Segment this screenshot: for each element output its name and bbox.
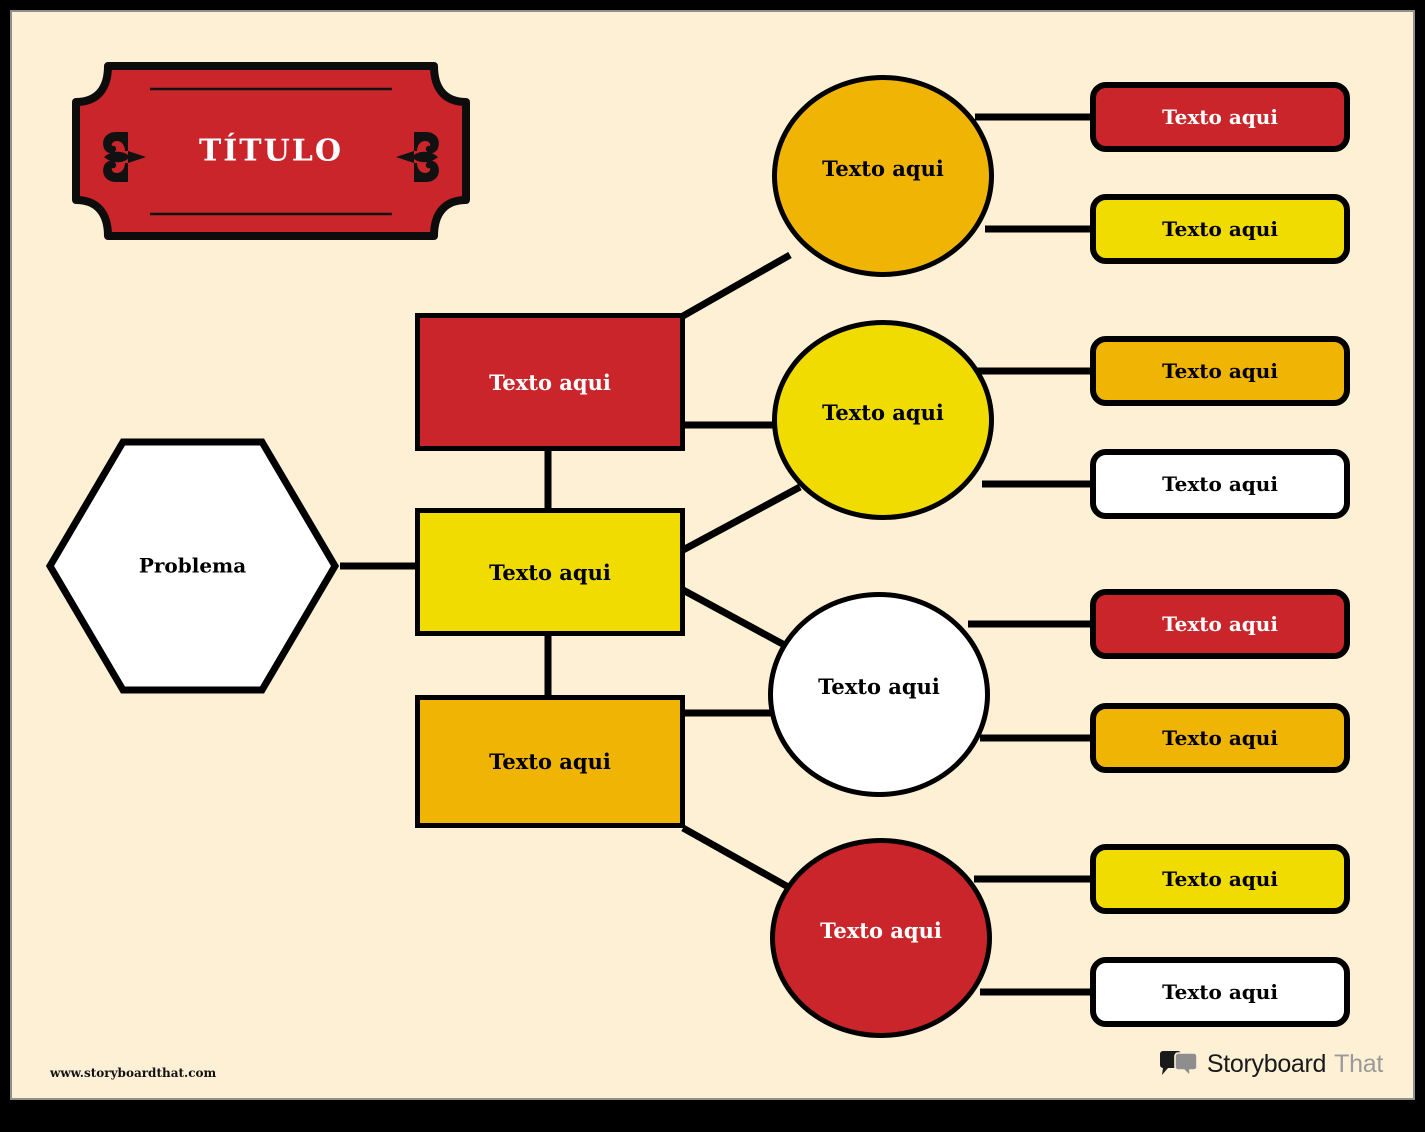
speech-bubbles-icon <box>1159 1050 1198 1078</box>
branch-box-0[interactable]: Texto aqui <box>415 313 685 451</box>
flourish-left-icon <box>103 132 146 182</box>
problem-hexagon[interactable]: Problema <box>45 437 340 695</box>
detail-pill-7[interactable]: Texto aqui <box>1090 957 1350 1027</box>
detail-pill-1[interactable]: Texto aqui <box>1090 194 1350 264</box>
branch-box-2[interactable]: Texto aqui <box>415 695 685 828</box>
cause-circle-0-label: Texto aqui <box>822 155 944 181</box>
detail-pill-2[interactable]: Texto aqui <box>1090 336 1350 406</box>
plaque-shape <box>72 62 470 240</box>
cause-circle-3-label: Texto aqui <box>820 917 942 943</box>
detail-pill-0[interactable]: Texto aqui <box>1090 82 1350 152</box>
cause-circle-2-label: Texto aqui <box>818 674 940 699</box>
detail-pill-5[interactable]: Texto aqui <box>1090 703 1350 773</box>
branch-box-2-label: Texto aqui <box>489 749 611 774</box>
cause-circle-3[interactable]: Texto aqui <box>770 838 992 1038</box>
detail-pill-4-label: Texto aqui <box>1162 612 1278 636</box>
problem-label: Problema <box>138 553 247 578</box>
hexagon-shape <box>45 438 340 694</box>
detail-pill-1-label: Texto aqui <box>1162 217 1278 241</box>
cause-circle-0[interactable]: Texto aqui <box>772 75 994 277</box>
detail-pill-4[interactable]: Texto aqui <box>1090 589 1350 659</box>
detail-pill-2-label: Texto aqui <box>1162 359 1278 383</box>
page-title: TÍTULO <box>198 133 344 169</box>
title-plaque: TÍTULO <box>72 62 470 240</box>
cause-circle-1-label: Texto aqui <box>822 399 944 425</box>
detail-pill-6[interactable]: Texto aqui <box>1090 844 1350 914</box>
cause-circle-2[interactable]: Texto aqui <box>768 592 990 797</box>
branch-box-1-label: Texto aqui <box>489 559 611 585</box>
detail-pill-0-label: Texto aqui <box>1162 105 1278 129</box>
detail-pill-3-label: Texto aqui <box>1162 472 1278 496</box>
branch-box-1[interactable]: Texto aqui <box>415 508 685 636</box>
detail-pill-3[interactable]: Texto aqui <box>1090 449 1350 519</box>
detail-pill-7-label: Texto aqui <box>1162 980 1278 1004</box>
logo-word-primary: Storyboard <box>1206 1050 1327 1078</box>
flourish-right-icon <box>396 132 439 182</box>
detail-pill-6-label: Texto aqui <box>1162 867 1278 891</box>
branch-box-0-label: Texto aqui <box>489 369 611 395</box>
cause-circle-1[interactable]: Texto aqui <box>772 320 994 520</box>
footer-url[interactable]: www.storyboardthat.com <box>50 1066 217 1080</box>
logo-word-secondary: That <box>1334 1050 1383 1078</box>
detail-pill-5-label: Texto aqui <box>1162 726 1278 750</box>
